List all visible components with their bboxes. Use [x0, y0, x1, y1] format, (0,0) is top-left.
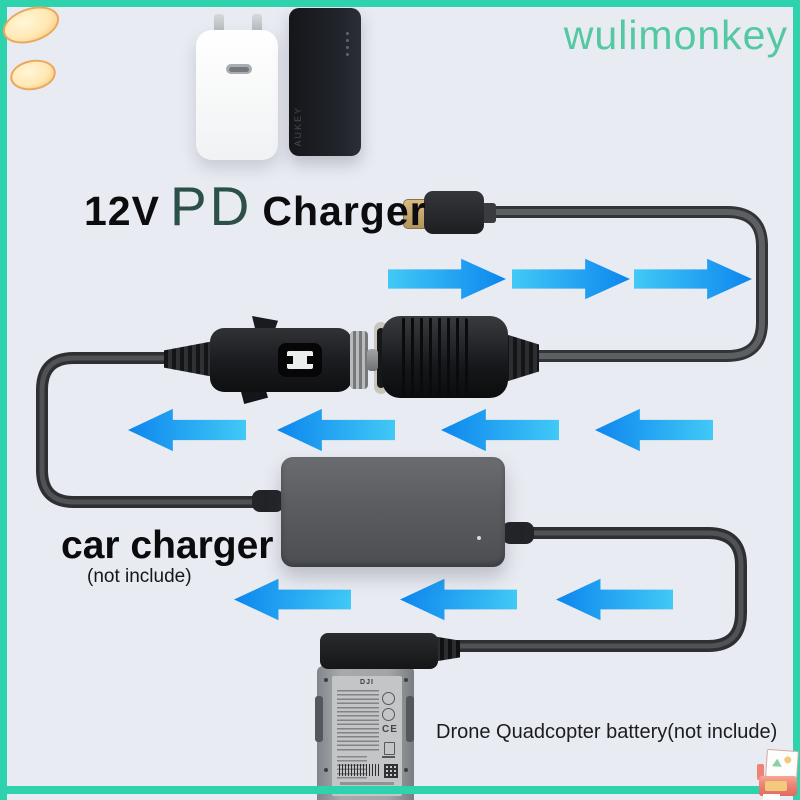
powerbank-led [346, 39, 349, 42]
mascot-tray [765, 781, 787, 791]
battery-note: Drone Quadcopter battery(not include) [436, 721, 778, 743]
dji-logo: DJI [360, 679, 374, 686]
box-led [477, 536, 481, 540]
label-text-lines [340, 782, 394, 785]
box-cable-gland [502, 522, 534, 544]
title-volts: 12V [84, 188, 160, 234]
mascot-card-art [772, 758, 783, 767]
plug-window-inner [286, 351, 314, 369]
charger-prong [214, 14, 224, 36]
box-cable-gland [252, 490, 284, 512]
usbc-connector-neck [482, 203, 496, 223]
battery-screw [324, 678, 328, 682]
qr-code [384, 764, 398, 778]
plug-window-notch [286, 356, 293, 364]
flow-arrow-left [441, 408, 559, 452]
ce-mark: CE [382, 724, 398, 735]
plug-window-notch [307, 356, 314, 364]
car-charger-module [281, 457, 505, 567]
gold-coins-icon [0, 0, 70, 102]
rohs-icon [382, 708, 395, 721]
title-charger: Charger [262, 188, 427, 234]
title-pd: PD [169, 175, 253, 237]
flow-arrow-left [277, 408, 395, 452]
car-charger-note: (not include) [87, 566, 192, 587]
battery-info-label: DJI CE [332, 676, 402, 796]
plug-metal-collar [350, 331, 368, 389]
battery-adapter-cap [320, 633, 438, 669]
usbc-port-slot [229, 66, 249, 72]
weee-bin-icon [384, 742, 395, 755]
watermark: wulimonkey [563, 12, 788, 58]
mascot-pole [757, 764, 764, 780]
flow-arrow-left [556, 578, 673, 621]
battery-side-latch [315, 696, 323, 742]
usbc-port [226, 64, 252, 74]
plug-window [278, 343, 322, 377]
mascot-receipt [763, 794, 780, 800]
pd-wall-charger [196, 30, 278, 160]
weee-bin-icon [382, 756, 395, 758]
socket-mouth-opening [377, 328, 385, 388]
frame-border [793, 0, 800, 800]
flow-arrow-right [634, 258, 752, 300]
car-charger-label: car charger [61, 524, 274, 567]
battery-screw [404, 768, 408, 772]
flow-arrow-left [595, 408, 713, 452]
cash-register-mascot-icon [753, 744, 800, 800]
mascot-card-art [784, 756, 792, 764]
powerbank-led [346, 32, 349, 35]
page-title: 12V PD Charger [84, 174, 427, 238]
barcode [339, 764, 379, 776]
flow-arrow-left [400, 578, 517, 621]
usbc-connector-body [424, 191, 484, 234]
plug-contact-tip [367, 349, 378, 371]
coin-icon [7, 56, 59, 94]
frame-border [0, 0, 800, 7]
flow-arrow-left [128, 408, 246, 452]
power-bank: AUKEY [289, 8, 361, 156]
battery-screw [404, 678, 408, 682]
label-text-lines [337, 690, 379, 752]
mascot-card [765, 748, 799, 780]
socket-ribs [396, 318, 472, 396]
charger-prong [252, 14, 262, 36]
flow-arrow-right [512, 258, 630, 300]
frame-border [0, 0, 7, 800]
battery-screw [324, 768, 328, 772]
battery-side-latch [406, 696, 414, 742]
frame-border [0, 786, 800, 794]
powerbank-led [346, 53, 349, 56]
flow-arrow-left [234, 578, 351, 621]
powerbank-led [346, 46, 349, 49]
coin-icon [0, 0, 64, 51]
recycle-icon [382, 692, 395, 705]
flow-arrow-right [388, 258, 506, 300]
